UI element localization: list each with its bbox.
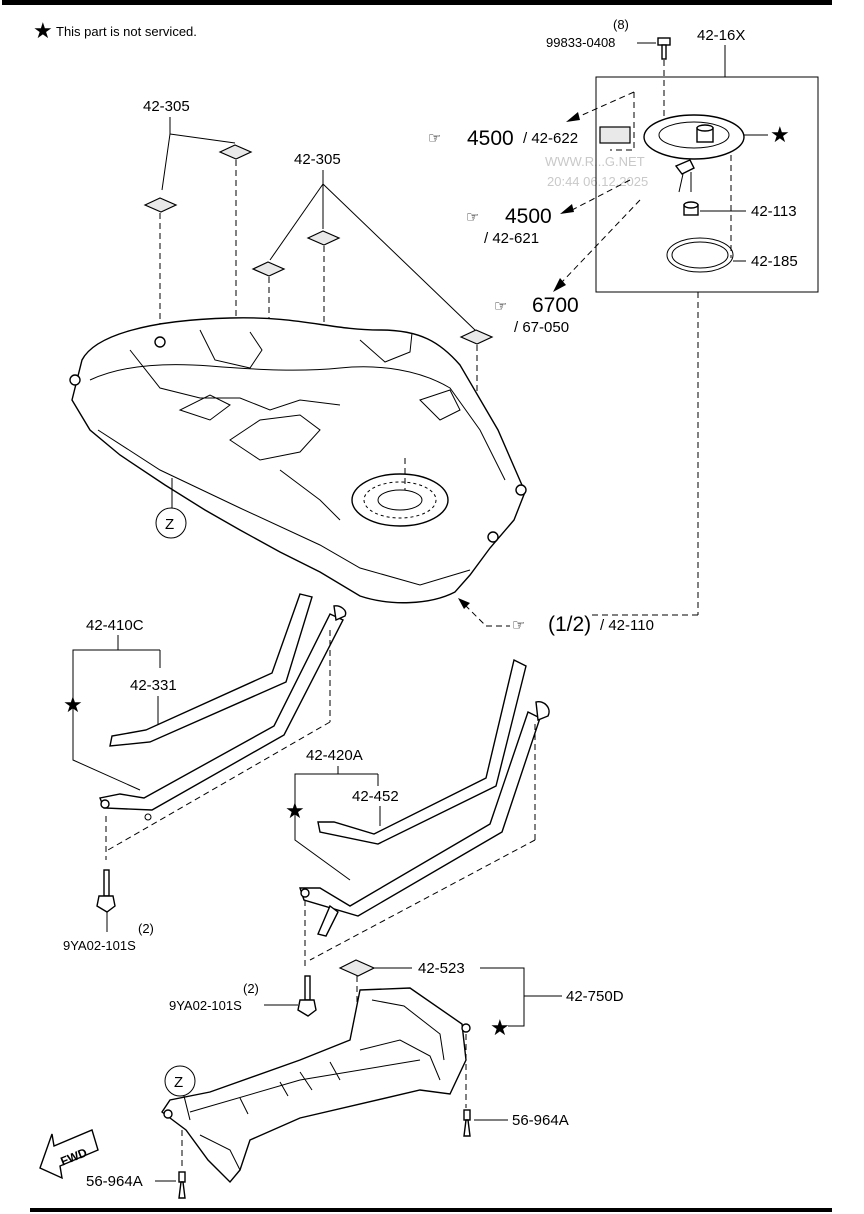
z-marker-bottom-circle (164, 1065, 196, 1097)
heat-insulator-42-750d (161, 987, 471, 1184)
ref-4500-b-sub: / 42-621 (484, 230, 539, 247)
fuel-pump-inset-box (595, 76, 819, 293)
label-56-964a-b: 56-964A (86, 1173, 143, 1190)
label-bolt-qty-2b: (2) (243, 981, 259, 996)
strap-42-410c (99, 593, 347, 821)
label-42-452: 42-452 (352, 788, 399, 805)
legend-star-icon: ★ (33, 18, 53, 43)
label-42-305-a: 42-305 (143, 98, 190, 115)
z-marker-top-circle (155, 507, 187, 539)
label-42-523: 42-523 (418, 960, 465, 977)
z-marker-top: Z (165, 516, 174, 533)
ref-4500-a-sub: / 42-622 (523, 130, 578, 147)
label-42-113: 42-113 (751, 203, 797, 220)
watermark-site: WWW.R...G.NET (545, 154, 645, 169)
fwd-arrow-icon (39, 1129, 99, 1180)
ref-4500-a-icon: ☞ (428, 130, 441, 147)
label-9ya02-101s-b: 9YA02-101S (169, 998, 242, 1013)
clip-56-964a-b-icon (178, 1171, 186, 1199)
label-42-420a: 42-420A (306, 747, 363, 764)
ref-4500-b-icon: ☞ (466, 209, 479, 226)
label-42-750d: 42-750D (566, 988, 624, 1005)
ref-half-sub: / 42-110 (600, 617, 654, 634)
ref-4500-a: 4500 (467, 127, 514, 150)
fuel-pump-unit-icon (643, 114, 745, 193)
label-42-410c: 42-410C (86, 617, 144, 634)
not-serviced-star-420a: ★ (285, 798, 305, 823)
label-56-964a-a: 56-964A (512, 1112, 569, 1129)
label-9ya02-101s-a: 9YA02-101S (63, 938, 136, 953)
watermark-timestamp: 20:44 06.12.2025 (547, 174, 648, 189)
clip-56-964a-a-icon (463, 1109, 471, 1137)
pad-42-305-icon (143, 144, 494, 345)
ref-6700-icon: ☞ (494, 298, 507, 315)
pad-42-523-icon (338, 959, 376, 977)
label-42-305-b: 42-305 (294, 151, 341, 168)
ref-6700: 6700 (532, 294, 579, 317)
bolt-9ya02-101s-a-icon (96, 869, 116, 913)
ref-4500-b: 4500 (505, 205, 552, 228)
label-bolt-qty-2a: (2) (138, 921, 154, 936)
not-serviced-star-410c: ★ (63, 692, 83, 717)
z-marker-bottom: Z (174, 1074, 183, 1091)
not-serviced-star-pump: ★ (770, 122, 790, 147)
bottom-border-rule (30, 1208, 832, 1212)
label-42-331: 42-331 (130, 677, 177, 694)
ref-half-icon: ☞ (512, 617, 525, 634)
label-99833-0408: 99833-0408 (546, 35, 615, 50)
label-bolt-qty-8: (8) (613, 17, 629, 32)
legend-text: This part is not serviced. (56, 24, 197, 39)
not-serviced-star-750d: ★ (490, 1015, 510, 1040)
strap-42-420a (299, 658, 550, 937)
fuel-tank-body (69, 317, 527, 604)
part-42-113-cap-icon (683, 201, 699, 216)
label-42-185: 42-185 (751, 253, 798, 270)
top-border-rule (2, 0, 832, 5)
bolt-9ya02-101s-b-icon (297, 975, 317, 1017)
part-42-185-ring-icon (666, 237, 734, 273)
ref-half: (1/2) (548, 613, 591, 636)
label-42-16x: 42-16X (697, 27, 745, 44)
bolt-99833-0408-icon (657, 37, 671, 60)
ref-6700-sub: / 67-050 (514, 319, 569, 336)
